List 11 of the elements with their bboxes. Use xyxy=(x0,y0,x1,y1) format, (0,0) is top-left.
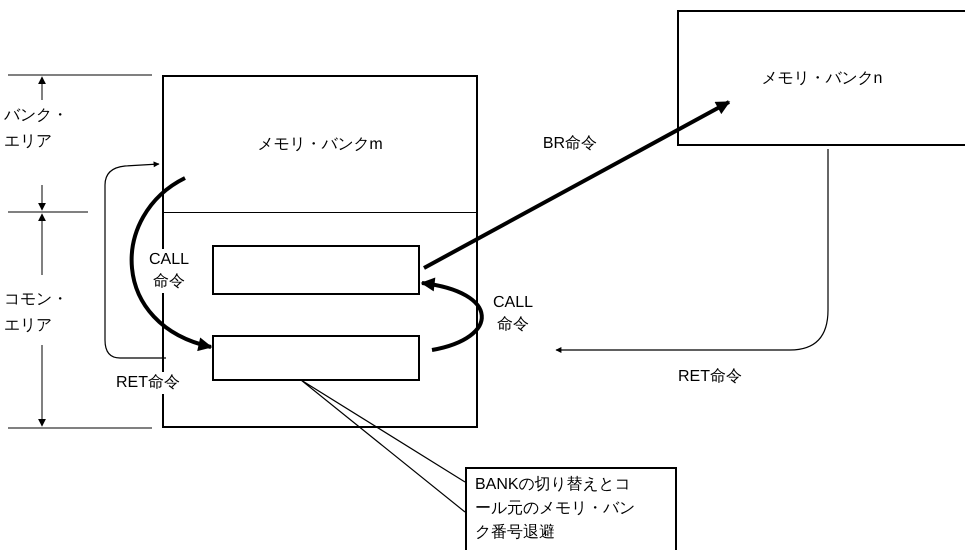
memory-bank-box: メモリ・バンクm xyxy=(162,75,478,213)
leader-line xyxy=(300,379,466,513)
memory-bank-box: メモリ・バンクn xyxy=(677,10,965,146)
arrow xyxy=(555,149,829,353)
arrow xyxy=(420,278,484,352)
arrow xyxy=(130,176,212,350)
callout-box: BANKの切り替えとコール元のメモリ・バンク番号退避 xyxy=(465,467,677,550)
routine-box xyxy=(212,245,420,295)
arrow xyxy=(423,100,730,270)
arrow xyxy=(104,161,166,359)
routine-box xyxy=(212,335,420,381)
